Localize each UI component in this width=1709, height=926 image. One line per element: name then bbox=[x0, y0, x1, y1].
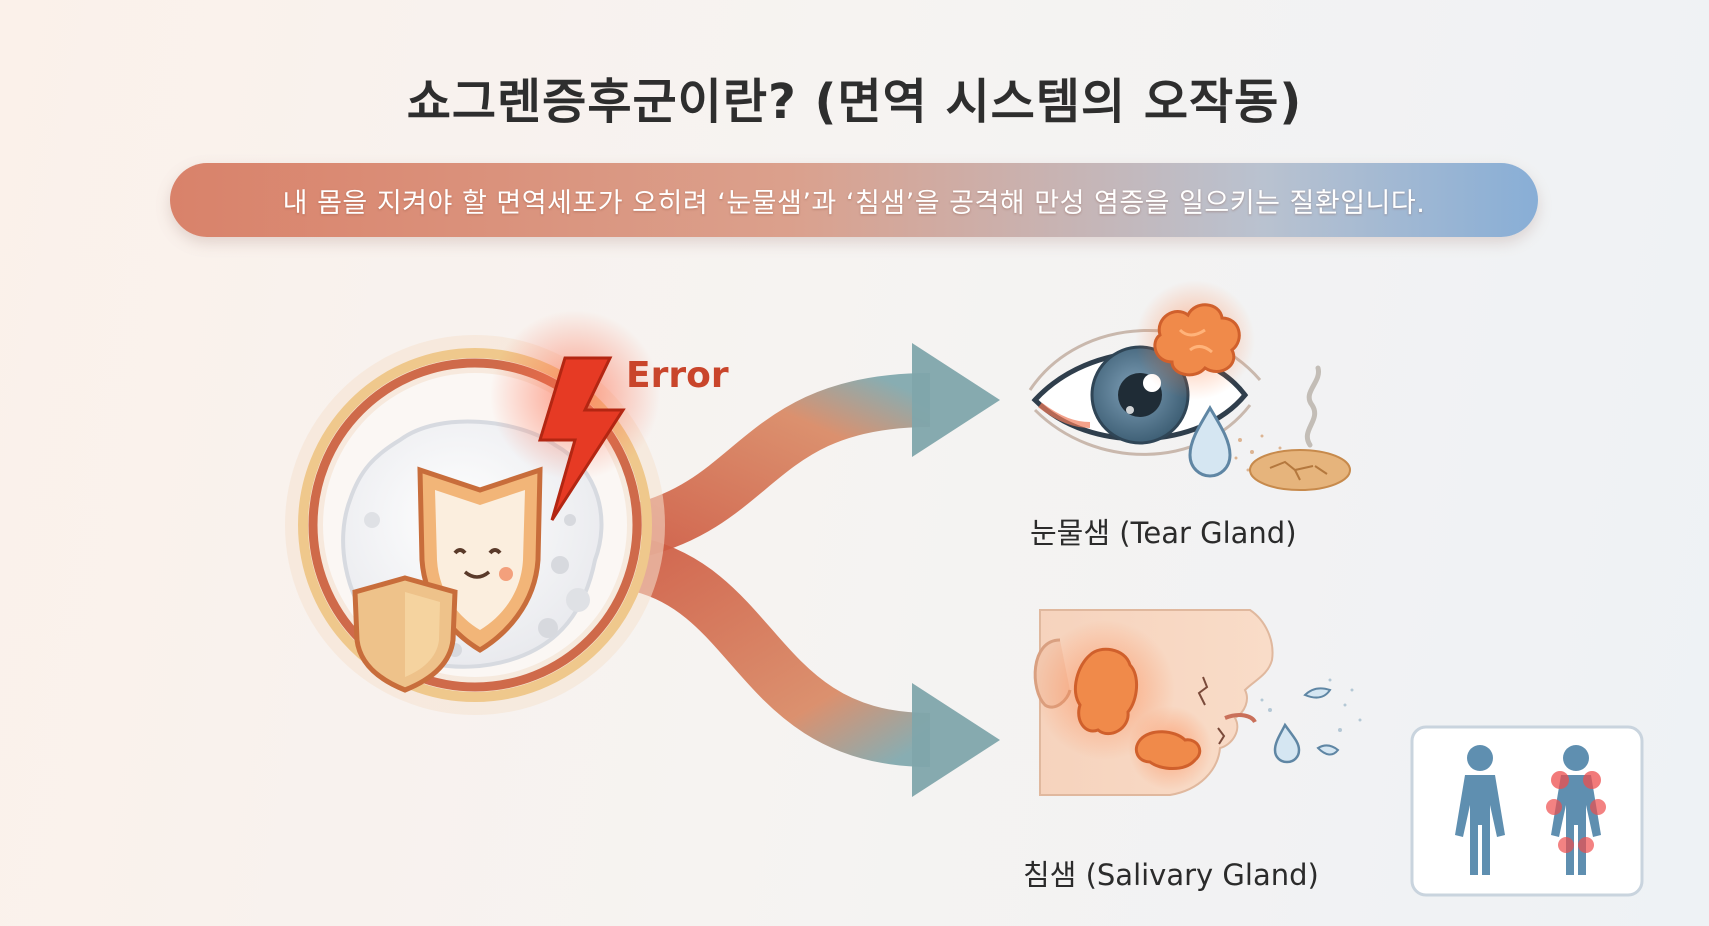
small-shield-icon bbox=[352, 575, 458, 693]
subtitle-banner: 내 몸을 지켜야 할 면역세포가 오히려 ‘눈물샘’과 ‘침샘’을 공격해 만성… bbox=[170, 163, 1538, 237]
error-label: Error bbox=[626, 355, 729, 396]
dry-cracked-ground-icon bbox=[1249, 365, 1351, 491]
error-lightning-icon bbox=[490, 310, 660, 521]
arrow-to-tear-gland bbox=[632, 373, 931, 557]
affected-body-icon bbox=[1546, 745, 1606, 875]
face-illustration bbox=[1033, 609, 1362, 796]
arrow-to-salivary-gland bbox=[632, 538, 931, 767]
attack-arrows bbox=[632, 343, 1000, 797]
arrow-head-bottom bbox=[912, 683, 1000, 797]
tear-drop-icon bbox=[1188, 405, 1232, 478]
inflamed-tear-gland-icon bbox=[1135, 280, 1255, 400]
salivary-gland-label: 침샘 (Salivary Gland) bbox=[1023, 858, 1319, 892]
body-comparison-card bbox=[1410, 725, 1644, 897]
saliva-drop-icon bbox=[1273, 722, 1301, 764]
tear-gland-label: 눈물샘 (Tear Gland) bbox=[1030, 516, 1297, 550]
inflamed-salivary-gland-icon bbox=[1035, 620, 1212, 790]
healthy-body-icon bbox=[1455, 745, 1505, 875]
eye-illustration bbox=[1028, 280, 1351, 491]
page-title: 쇼그렌증후군이란? (면역 시스템의 오작동) bbox=[406, 74, 1303, 130]
arrow-head-top bbox=[912, 343, 1000, 457]
subtitle-text: 내 몸을 지켜야 할 면역세포가 오히려 ‘눈물샘’과 ‘침샘’을 공격해 만성… bbox=[282, 187, 1426, 219]
